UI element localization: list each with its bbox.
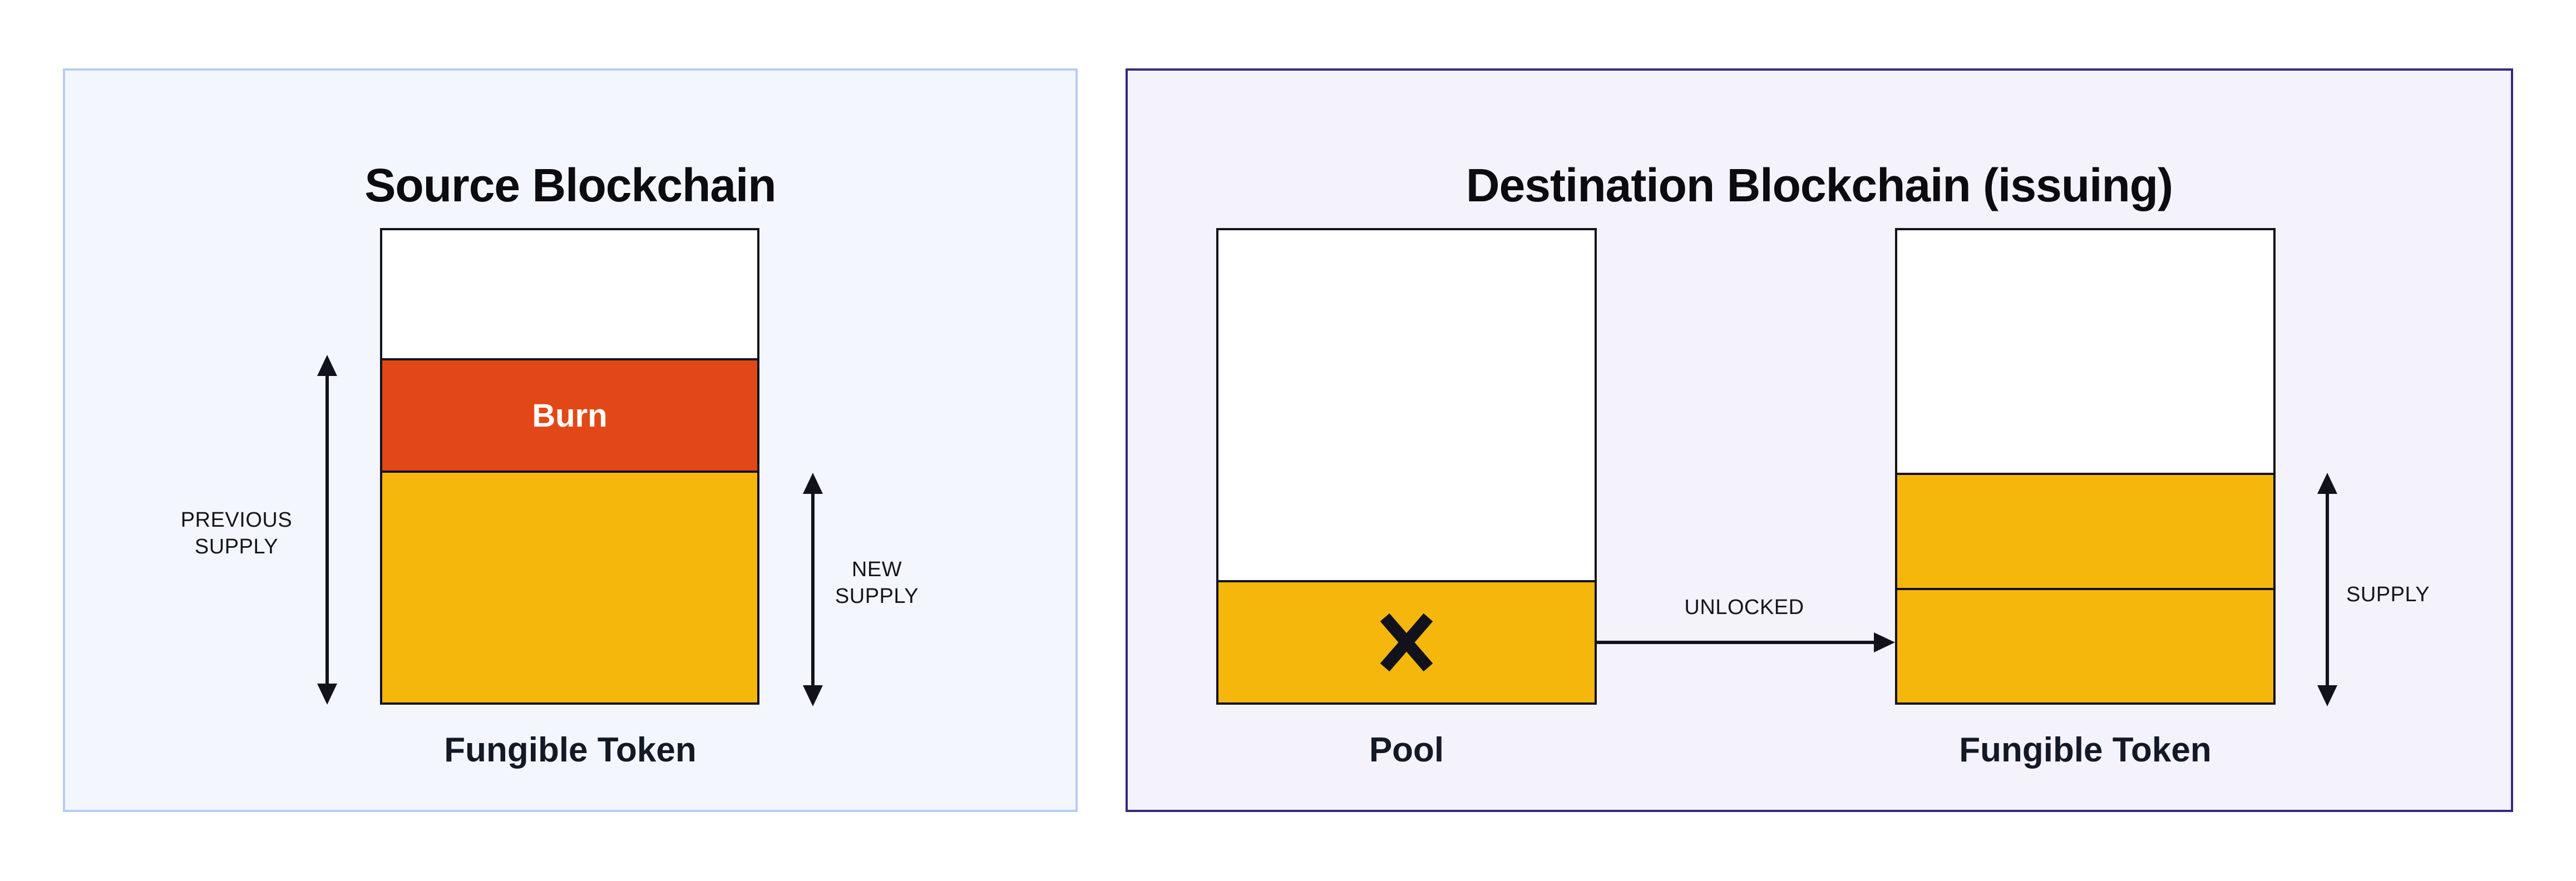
pool-label: Pool xyxy=(1369,731,1444,769)
destination-bar-existing-supply-section xyxy=(1897,473,2273,588)
source-token-bar: Burn xyxy=(380,228,759,705)
new-supply-label: NEW SUPPLY xyxy=(810,556,944,610)
source-panel-title: Source Blockchain xyxy=(364,159,776,211)
new-supply-label-line2: SUPPLY xyxy=(835,585,919,608)
supply-arrow xyxy=(2317,473,2337,706)
destination-bar-empty-section xyxy=(1897,230,2273,473)
supply-label: SUPPLY xyxy=(2346,583,2430,606)
cross-icon xyxy=(1380,613,1433,672)
source-bar-remaining-supply-section xyxy=(382,473,757,702)
new-supply-arrow xyxy=(803,473,823,706)
previous-supply-label-line1: PREVIOUS xyxy=(180,508,293,532)
unlocked-arrow xyxy=(1597,632,1895,652)
source-bar-empty-section xyxy=(382,230,757,358)
pool-empty-section xyxy=(1218,230,1595,580)
destination-token-bar-label: Fungible Token xyxy=(1959,731,2212,769)
new-supply-label-line1: NEW xyxy=(851,558,902,581)
unlocked-label: UNLOCKED xyxy=(1684,596,1804,619)
destination-bar-unlocked-supply-section xyxy=(1897,588,2273,702)
previous-supply-label: PREVIOUS SUPPLY xyxy=(136,507,337,560)
previous-supply-label-line2: SUPPLY xyxy=(194,535,279,558)
destination-blockchain-panel: Destination Blockchain (issuing) Pool UN… xyxy=(1126,68,2513,812)
pool-unlocked-section xyxy=(1218,580,1595,702)
pool-bar xyxy=(1216,228,1597,705)
previous-supply-arrow xyxy=(317,355,337,705)
source-token-bar-label: Fungible Token xyxy=(444,731,697,769)
destination-token-bar xyxy=(1895,228,2276,705)
burn-label: Burn xyxy=(532,397,608,434)
destination-panel-title: Destination Blockchain (issuing) xyxy=(1465,159,2173,211)
source-blockchain-panel: Source Blockchain PREVIOUS SUPPLY Burn xyxy=(63,68,1078,812)
source-bar-burn-section: Burn xyxy=(382,358,757,473)
